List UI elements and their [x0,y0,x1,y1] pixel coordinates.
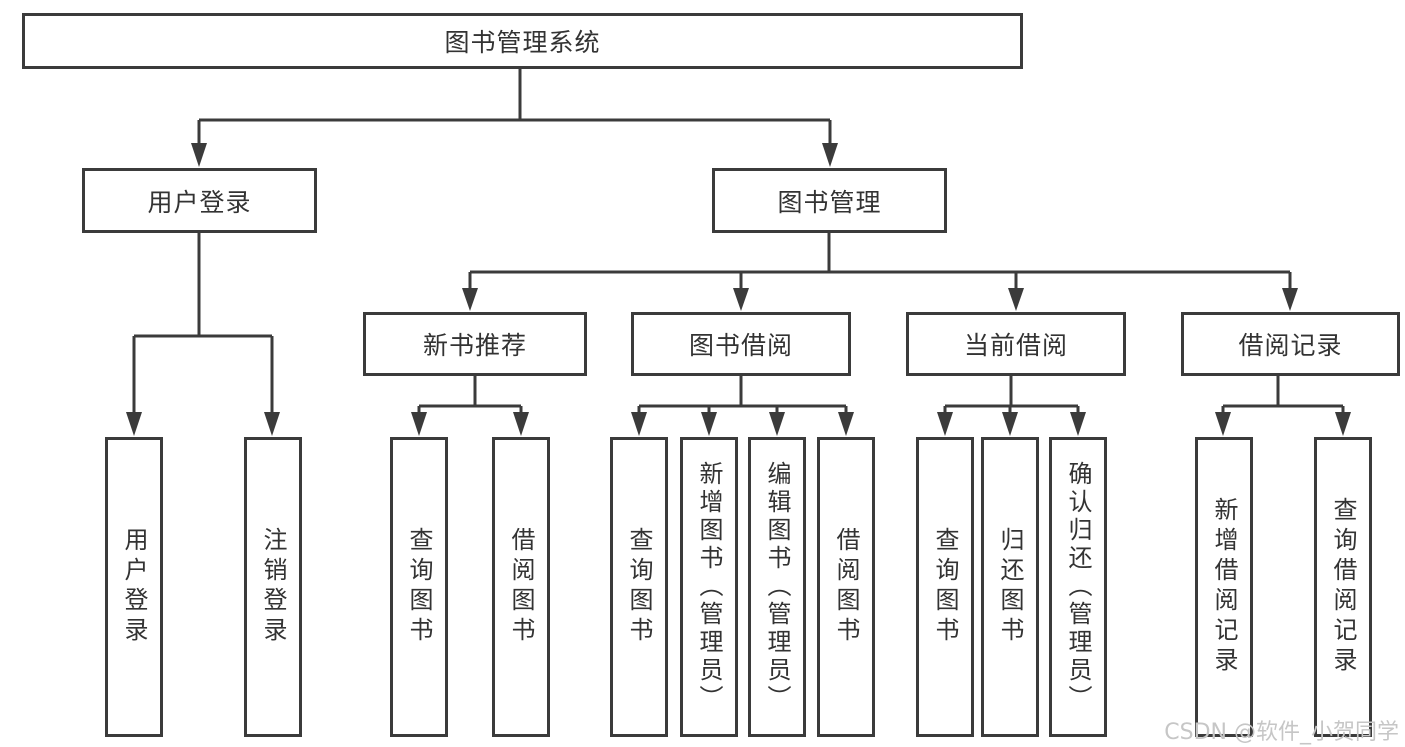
node-root-library-system: 图书管理系统 [22,13,1023,69]
node-book-management: 图书管理 [712,168,947,233]
node-current-borrow: 当前借阅 [906,312,1126,376]
node-borrow-records: 借阅记录 [1181,312,1400,376]
connector-borrow-records-to-leaves [1215,375,1351,436]
node-leaf-query-books-current: 查询图书 [916,437,974,737]
connector-current-borrow-to-leaves [937,375,1086,436]
node-leaf-user-login: 用户登录 [105,437,163,737]
leaf-label: 借阅图书 [507,527,535,647]
node-leaf-confirm-return-admin: 确认归还（管理员） [1049,437,1107,737]
node-leaf-logout: 注销登录 [244,437,302,737]
connector-new-book-rec-to-leaves [411,375,529,436]
leaf-label: 用户登录 [120,527,148,647]
leaf-label: 查询图书 [405,527,433,647]
leaf-label: 新增图书（管理员） [695,461,723,713]
leaf-label: 新增借阅记录 [1210,497,1238,677]
leaf-label: 编辑图书（管理员） [763,461,791,713]
leaf-label: 借阅图书 [832,527,860,647]
node-leaf-query-borrow-record: 查询借阅记录 [1314,437,1372,737]
node-leaf-borrow-books-recommend: 借阅图书 [492,437,550,737]
leaf-label: 归还图书 [996,527,1024,647]
node-book-borrow: 图书借阅 [631,312,851,376]
node-leaf-add-books-admin: 新增图书（管理员） [680,437,738,737]
node-leaf-return-books: 归还图书 [981,437,1039,737]
connector-book-borrow-to-leaves [631,375,854,436]
node-new-book-recommend: 新书推荐 [363,312,587,376]
leaf-label: 查询图书 [625,527,653,647]
watermark-text: CSDN @软件_小贺同学 [1164,720,1399,745]
node-leaf-add-borrow-record: 新增借阅记录 [1195,437,1253,737]
leaf-label: 确认归还（管理员） [1064,461,1092,713]
leaf-label: 注销登录 [259,527,287,647]
node-leaf-query-books-recommend: 查询图书 [390,437,448,737]
node-user-login: 用户登录 [82,168,317,233]
connector-book-mgmt-to-level3 [462,233,1298,311]
connector-root-to-level2 [191,69,838,167]
leaf-label: 查询图书 [931,527,959,647]
leaf-label: 查询借阅记录 [1329,497,1357,677]
connector-user-login-to-leaves [126,233,280,436]
node-leaf-borrow-books: 借阅图书 [817,437,875,737]
node-leaf-edit-books-admin: 编辑图书（管理员） [748,437,806,737]
node-leaf-query-books-borrow: 查询图书 [610,437,668,737]
